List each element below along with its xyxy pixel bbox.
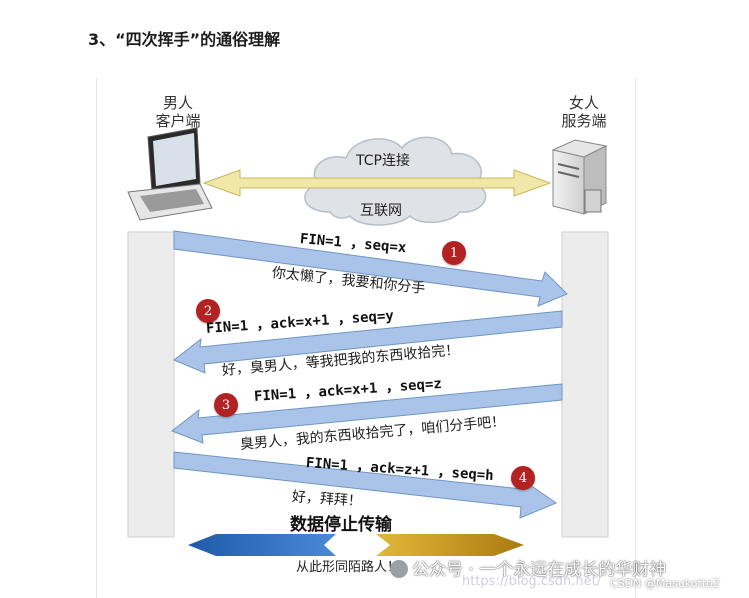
- watermark-csdn: CSDN @Masukotto2: [610, 577, 720, 590]
- stop-band-left: [188, 534, 336, 556]
- server-lifeline: [562, 232, 608, 537]
- client-role: 男人: [150, 94, 206, 112]
- client-name: 客户端: [150, 112, 206, 130]
- ending-caption: 从此形同陌路人！: [296, 556, 400, 575]
- stop-band-right: [376, 534, 524, 556]
- client-lifeline: [128, 232, 174, 537]
- cloud-top-label: TCP连接: [356, 150, 410, 170]
- stop-transmission-label: 数据停止传输: [290, 510, 392, 535]
- server-role: 女人: [556, 94, 612, 112]
- wechat-logo-icon: [390, 560, 408, 578]
- server-name: 服务端: [556, 112, 612, 130]
- server-icon: [553, 140, 606, 214]
- step-3-badge: 3: [214, 393, 238, 417]
- step-1-badge: 1: [442, 241, 466, 265]
- client-caption: 男人 客户端: [150, 94, 206, 130]
- laptop-icon: [128, 128, 212, 220]
- server-caption: 女人 服务端: [556, 94, 612, 130]
- cloud-bottom-label: 互联网: [360, 200, 402, 220]
- step-4-badge: 4: [511, 466, 535, 490]
